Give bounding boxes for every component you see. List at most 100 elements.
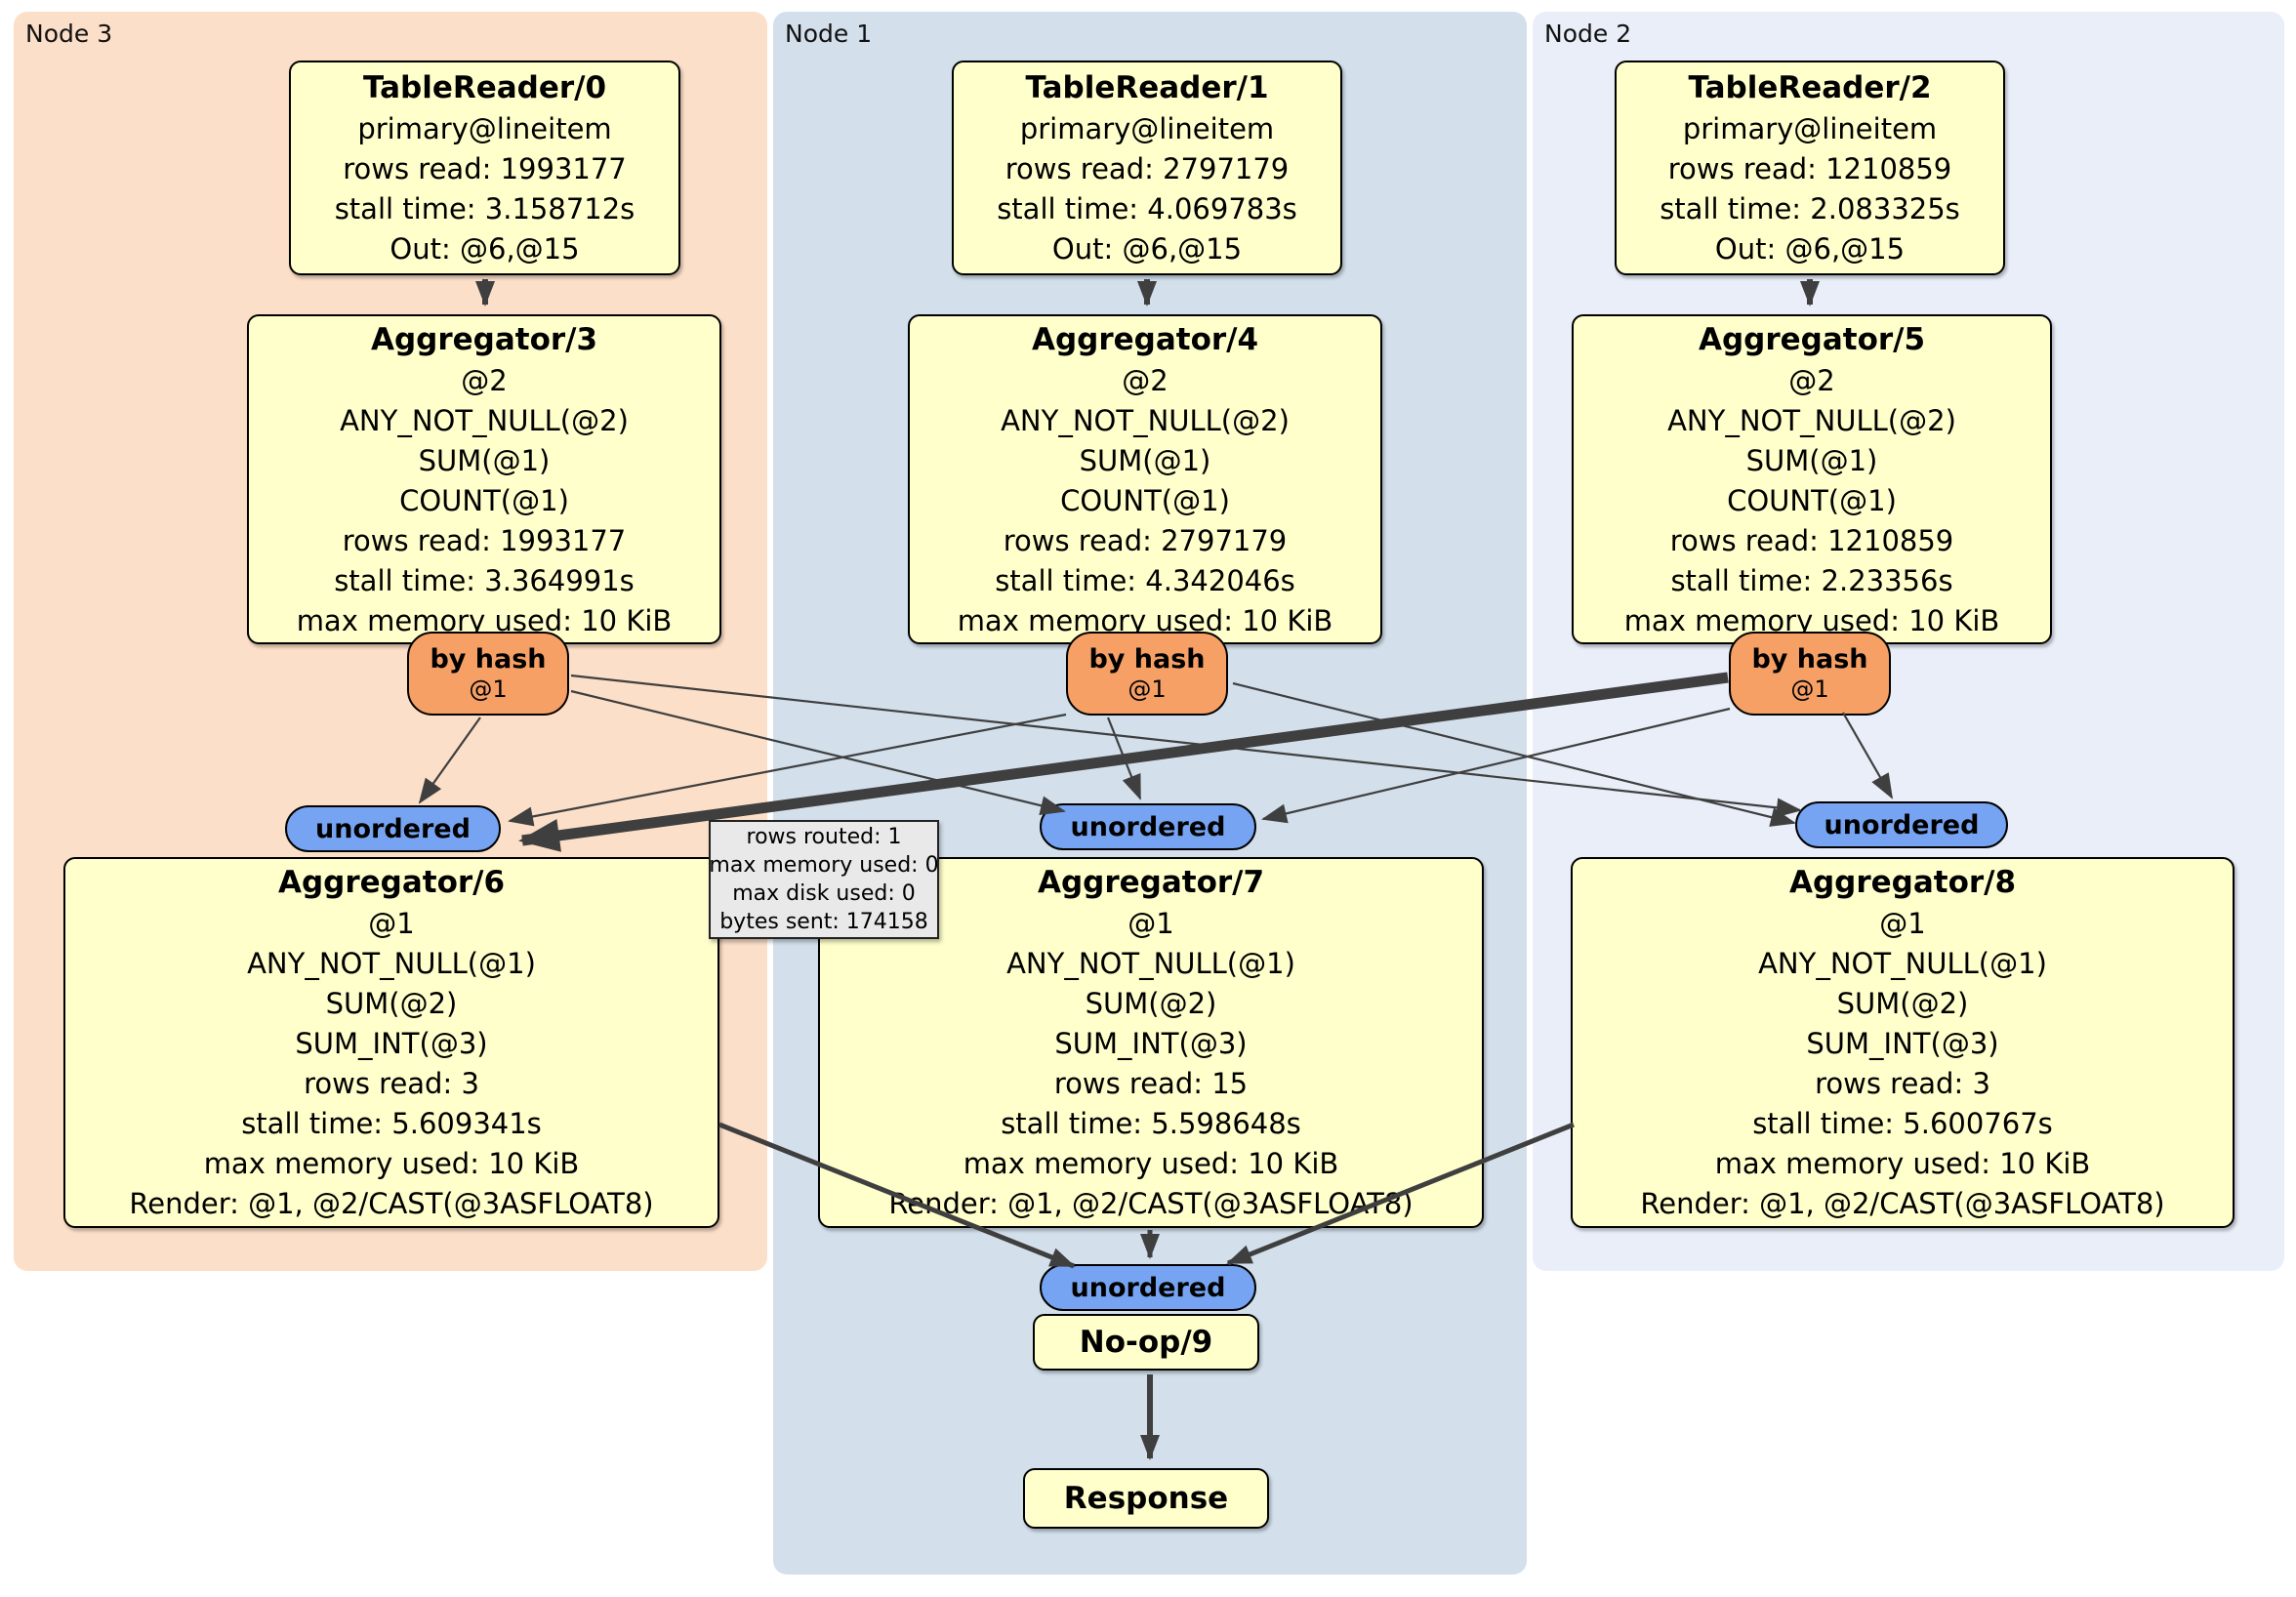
box-line: @1 (1128, 907, 1174, 940)
box-title: Response (1063, 1481, 1229, 1516)
box-line: COUNT(@1) (1727, 483, 1897, 517)
tooltip-line: rows routed: 1 (746, 825, 902, 849)
box-line: SUM(@1) (1745, 443, 1878, 477)
box-line: SUM_INT(@3) (1806, 1027, 1999, 1060)
box-line: @1 (368, 907, 415, 940)
tablereader-2-box[interactable]: TableReader/2 primary@lineitem rows read… (1615, 61, 2005, 275)
sync-unordered-node1[interactable]: unordered (1040, 803, 1256, 850)
box-line: ANY_NOT_NULL(@2) (1667, 403, 1956, 437)
box-line: stall time: 5.609341s (241, 1107, 542, 1140)
router-stats-tooltip: rows routed: 1 max memory used: 0 max di… (709, 820, 939, 939)
box-line: @2 (1788, 363, 1835, 397)
box-line: ANY_NOT_NULL(@1) (1758, 947, 2047, 980)
box-title: No-op/9 (1079, 1325, 1213, 1360)
box-title: TableReader/0 (362, 70, 607, 105)
router-label: by hash (1088, 644, 1206, 675)
box-line: ANY_NOT_NULL(@2) (340, 403, 629, 437)
tablereader-1-box[interactable]: TableReader/1 primary@lineitem rows read… (952, 61, 1342, 275)
box-line: rows read: 2797179 (1004, 152, 1290, 185)
box-line: max memory used: 10 KiB (1623, 603, 2000, 637)
box-title: Aggregator/8 (1788, 865, 2017, 900)
box-title: Aggregator/5 (1698, 321, 1926, 357)
box-line: rows read: 1210859 (1667, 152, 1952, 185)
sync-label: unordered (1070, 811, 1226, 842)
aggregator-8-box[interactable]: Aggregator/8 @1 ANY_NOT_NULL(@1) SUM(@2)… (1571, 857, 2234, 1228)
box-line: rows read: 3 (1815, 1067, 1990, 1100)
box-line: stall time: 2.083325s (1660, 192, 1960, 225)
router-by-hash-node2[interactable]: by hash @1 (1729, 632, 1891, 716)
sync-unordered-node2[interactable]: unordered (1795, 801, 2008, 848)
box-line: SUM(@2) (1836, 987, 1969, 1020)
aggregator-4-box[interactable]: Aggregator/4 @2 ANY_NOT_NULL(@2) SUM(@1)… (908, 314, 1382, 644)
box-title: Aggregator/4 (1031, 321, 1259, 357)
box-line: primary@lineitem (1019, 112, 1275, 145)
box-line: SUM_INT(@3) (1054, 1027, 1248, 1060)
tooltip-line: max memory used: 0 (709, 853, 939, 878)
noop-box[interactable]: No-op/9 (1033, 1314, 1259, 1371)
box-line: rows read: 1993177 (342, 523, 627, 557)
box-title: Aggregator/6 (277, 865, 506, 900)
router-key: @1 (1790, 676, 1829, 703)
sync-label: unordered (315, 813, 471, 844)
box-line: rows read: 3 (304, 1067, 479, 1100)
box-line: stall time: 5.600767s (1752, 1107, 2053, 1140)
panel-label-node-1: Node 1 (785, 20, 873, 48)
box-line: ANY_NOT_NULL(@1) (1006, 947, 1295, 980)
router-key: @1 (1128, 676, 1167, 703)
tooltip-line: max disk used: 0 (732, 881, 916, 906)
box-line: rows read: 15 (1053, 1067, 1249, 1100)
aggregator-5-box[interactable]: Aggregator/5 @2 ANY_NOT_NULL(@2) SUM(@1)… (1572, 314, 2052, 644)
box-line: SUM(@1) (418, 443, 551, 477)
panel-label-node-3: Node 3 (25, 20, 113, 48)
box-line: max memory used: 10 KiB (296, 603, 673, 637)
box-line: Render: @1, @2/CAST(@3ASFLOAT8) (129, 1187, 654, 1220)
box-line: @2 (1122, 363, 1168, 397)
router-label: by hash (1751, 644, 1868, 675)
box-title: Aggregator/7 (1037, 865, 1265, 900)
router-key: @1 (469, 676, 508, 703)
box-line: ANY_NOT_NULL(@2) (1001, 403, 1290, 437)
box-line: stall time: 4.342046s (995, 563, 1295, 597)
box-line: max memory used: 10 KiB (1714, 1147, 2091, 1180)
box-line: SUM_INT(@3) (295, 1027, 488, 1060)
box-line: SUM(@2) (325, 987, 458, 1020)
box-line: COUNT(@1) (399, 483, 569, 517)
aggregator-6-box[interactable]: Aggregator/6 @1 ANY_NOT_NULL(@1) SUM(@2)… (63, 857, 719, 1228)
sync-label: unordered (1070, 1272, 1226, 1303)
aggregator-3-box[interactable]: Aggregator/3 @2 ANY_NOT_NULL(@2) SUM(@1)… (247, 314, 721, 644)
box-line: SUM(@2) (1085, 987, 1217, 1020)
sync-label: unordered (1824, 809, 1980, 840)
box-line: Out: @6,@15 (1051, 232, 1243, 266)
box-line: stall time: 3.158712s (334, 192, 636, 225)
box-line: primary@lineitem (357, 112, 612, 145)
box-line: stall time: 2.23356s (1670, 563, 1953, 597)
box-line: rows read: 2797179 (1003, 523, 1288, 557)
box-line: Out: @6,@15 (1714, 232, 1906, 266)
box-line: ANY_NOT_NULL(@1) (247, 947, 536, 980)
box-line: COUNT(@1) (1060, 483, 1230, 517)
box-line: @1 (1879, 907, 1926, 940)
box-line: @2 (461, 363, 508, 397)
tablereader-0-box[interactable]: TableReader/0 primary@lineitem rows read… (289, 61, 680, 275)
sync-unordered-output[interactable]: unordered (1040, 1264, 1256, 1311)
box-line: Out: @6,@15 (390, 232, 580, 266)
response-box[interactable]: Response (1023, 1468, 1269, 1529)
box-title: TableReader/1 (1025, 70, 1269, 105)
router-by-hash-node1[interactable]: by hash @1 (1066, 632, 1228, 716)
box-line: rows read: 1993177 (343, 152, 627, 185)
box-line: max memory used: 10 KiB (963, 1147, 1339, 1180)
router-by-hash-node3[interactable]: by hash @1 (407, 632, 569, 716)
box-line: stall time: 5.598648s (1001, 1107, 1301, 1140)
box-line: stall time: 3.364991s (334, 563, 635, 597)
panel-label-node-2: Node 2 (1544, 20, 1632, 48)
box-line: SUM(@1) (1079, 443, 1211, 477)
router-label: by hash (430, 644, 547, 675)
box-line: Render: @1, @2/CAST(@3ASFLOAT8) (1640, 1187, 2165, 1220)
box-line: max memory used: 10 KiB (957, 603, 1333, 637)
box-line: rows read: 1210859 (1669, 523, 1954, 557)
box-line: max memory used: 10 KiB (203, 1147, 580, 1180)
box-line: Render: @1, @2/CAST(@3ASFLOAT8) (888, 1187, 1414, 1220)
box-line: primary@lineitem (1682, 112, 1938, 145)
sync-unordered-node3[interactable]: unordered (285, 805, 501, 852)
tooltip-line: bytes sent: 174158 (719, 910, 928, 934)
